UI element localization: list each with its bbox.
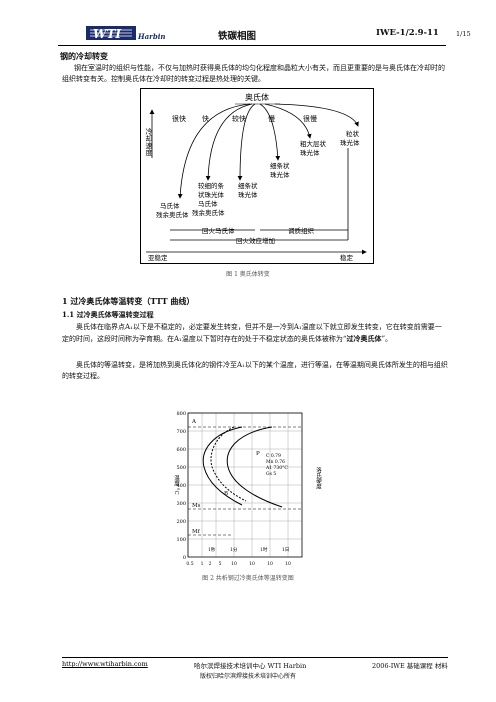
y-tick: 400 [176,483,186,489]
footer-org: 哈尔滨焊接技术培训中心 WTI Harbin [194,662,307,670]
wti-logo: WTI Harbin [86,26,165,41]
product-bainite: 细条状珠光体 [238,181,258,199]
figure2-caption: 图 2 共析钢过冷奥氏体等温转变图 [202,575,294,582]
ms-label: Ms [192,503,201,509]
x-unit: 1分 [230,546,238,553]
bar-temper-effect: 回火效应增加 [236,236,275,245]
y-tick: 200 [176,519,186,525]
x-tick: 2 [209,561,212,567]
section11-title: 1.1 过冷奥氏体等温转变过程 [62,310,154,319]
y-tick: 100 [176,537,186,543]
fig2-ylabel-right: 洛氏硬度 [315,466,322,491]
region-label: P [256,451,260,457]
header-code: IWE-1/2.9-11 [376,28,439,38]
composition-line: Gs 5 [266,471,276,477]
x-tick: 10 [249,561,255,567]
speed-label: 很慢 [303,114,317,123]
product-trooste: 较细的条状珠光体马氏体残余奥氏体 [192,181,225,217]
para1-text-b: ”。 [381,335,393,343]
y-tick: 800 [176,411,186,417]
x-unit: 1日 [282,547,289,553]
austenite-transformation-diagram: 奥氏体 冷却速度 很快 快 较快 慢 很慢 粒状珠光体 粗大层状珠光体 细条状珠… [140,88,374,264]
x-tick: 5 [219,561,222,567]
y-tick: 700 [176,429,186,435]
product-lamellar: 粗大层状珠光体 [300,139,327,157]
bar-tempered-martensite: 回火马氏体 [202,226,235,235]
composition-line: C 0.79 [266,453,281,459]
x-unit: 1时 [260,546,268,553]
logo-sub: Harbin [137,32,165,41]
footer-copyright: 版权归哈尔滨焊接技术培训中心所有 [199,673,296,680]
speed-label: 快 [202,114,209,123]
y-tick: 300 [176,501,186,507]
composition-line: Mn 0.76 [266,459,285,465]
region-label: B [224,491,228,497]
y-tick: 500 [176,465,186,471]
footer-course: 2006-IWE 基础课程 材料 [372,662,448,670]
paragraph-2: 奥氏体的等温转变，是将加热到奥氏体化的钢件冷至A₁以下的某个温度，进行等温，在等… [62,361,448,380]
bar-tempering: 调质组织 [288,226,315,235]
x-unit: 1秒 [208,546,216,553]
fig1-axis-label: 冷却速度 [145,127,153,157]
speed-label: 很快 [172,114,186,123]
footer-rule [62,657,448,658]
paragraph-1: 奥氏体在临界点A₁以下是不稳定的，必定要发生转变，但并不是一冷到A₁温度以下就立… [62,322,448,345]
x-tick: 0.5 [186,561,193,567]
intro-paragraph: 钢在室温时的组织与性能，不仅与加热时获得奥氏体的均匀化程度和晶粒大小有关，而且更… [62,64,445,83]
fig2-ylabel: 温度 °C [173,474,180,495]
page-number: 1/15 [456,30,471,38]
header-rule [58,45,446,46]
x-tick: 10 [231,561,237,567]
speed-label: 较快 [232,114,246,123]
fig1-bottom-right: 稳定 [340,253,354,262]
section1-title: 1 过冷奥氏体等温转变（TTT 曲线） [62,296,195,306]
y-tick: 0 [183,555,186,561]
region-label: A [191,419,197,425]
fig1-top-label: 奥氏体 [245,92,269,102]
mf-label: Mf [192,529,201,535]
product-fine-pearlite: 细条状珠光体 [270,161,290,179]
speed-label: 慢 [268,114,275,123]
section-title: 钢的冷却转变 [60,51,108,61]
ttt-diagram: 800 700 600 500 400 300 200 100 0 温度 °C … [172,405,324,571]
logo-text: WTI [93,27,121,41]
figure1-caption: 图 1 奥氏体转变 [226,271,270,278]
para1-text-a: 奥氏体在临界点A₁以下是不稳定的，必定要发生转变，但并不是一冷到A₁温度以下就立… [62,323,442,343]
x-tick: 10 [267,561,273,567]
x-tick: 10 [285,561,291,567]
product-martensite: 马氏体残余奥氏体 [156,201,189,219]
product-pearlite: 粒状珠光体 [340,129,360,147]
footer-url-link[interactable]: http://www.wtiharbin.com [62,660,148,668]
cooling-speed-labels: 很快 快 较快 慢 很慢 [172,114,317,123]
para1-highlight: 过冷奥氏体 [346,334,382,343]
header-title: 铁碳相图 [218,31,257,42]
composition-line: A1 730°C [265,465,288,471]
x-tick: 1 [201,561,204,567]
fig1-bottom-left: 亚稳定 [148,253,168,262]
y-tick: 600 [176,447,186,453]
